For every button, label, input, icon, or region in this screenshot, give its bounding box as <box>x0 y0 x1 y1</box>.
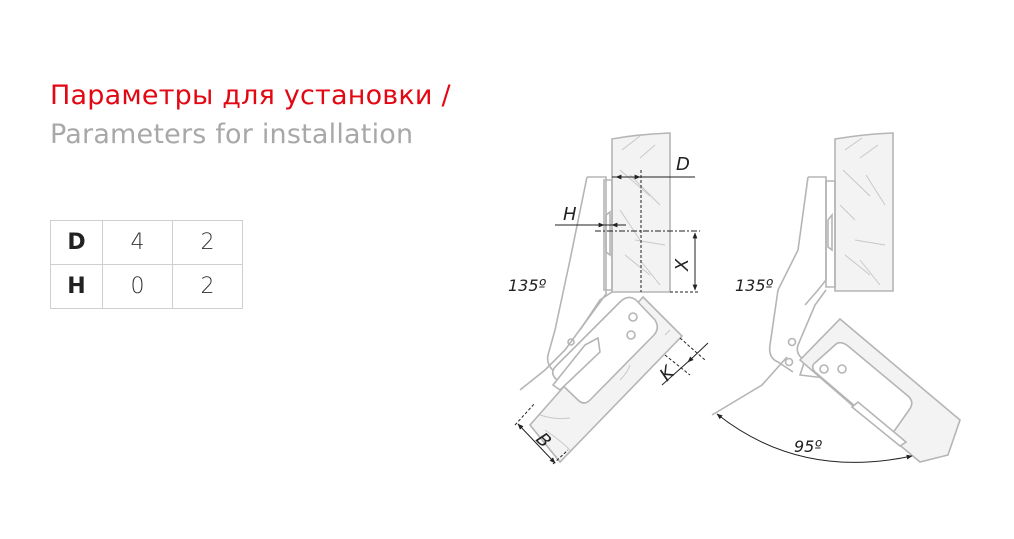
parameters-table: D 4 2 H 0 2 <box>50 220 243 309</box>
table-row-d: D 4 2 <box>50 220 243 265</box>
wood-grain-icon <box>619 135 666 286</box>
dimension-label-x: X <box>672 258 693 272</box>
left-hinge-diagram <box>519 132 684 464</box>
param-value: 2 <box>172 220 243 265</box>
dimension-label-d: D <box>676 154 690 175</box>
table-row-h: H 0 2 <box>50 264 243 309</box>
right-hinge-diagram <box>711 132 961 463</box>
title-russian: Параметры для установки / <box>50 80 451 111</box>
dimension-label-h: H <box>563 204 577 225</box>
angle-label-left: 135º <box>508 276 547 295</box>
opening-angle-label: 95º <box>794 437 822 456</box>
title-english: Parameters for installation <box>50 119 414 150</box>
dimension-label-k: K <box>656 361 680 385</box>
param-key: D <box>50 220 103 265</box>
right-dimensions <box>716 413 913 463</box>
wood-grain-icon <box>839 137 886 286</box>
left-dimensions <box>514 170 709 465</box>
param-value: 2 <box>172 264 243 309</box>
cabinet-panel <box>834 132 894 292</box>
angle-label-right: 135º <box>735 276 774 295</box>
